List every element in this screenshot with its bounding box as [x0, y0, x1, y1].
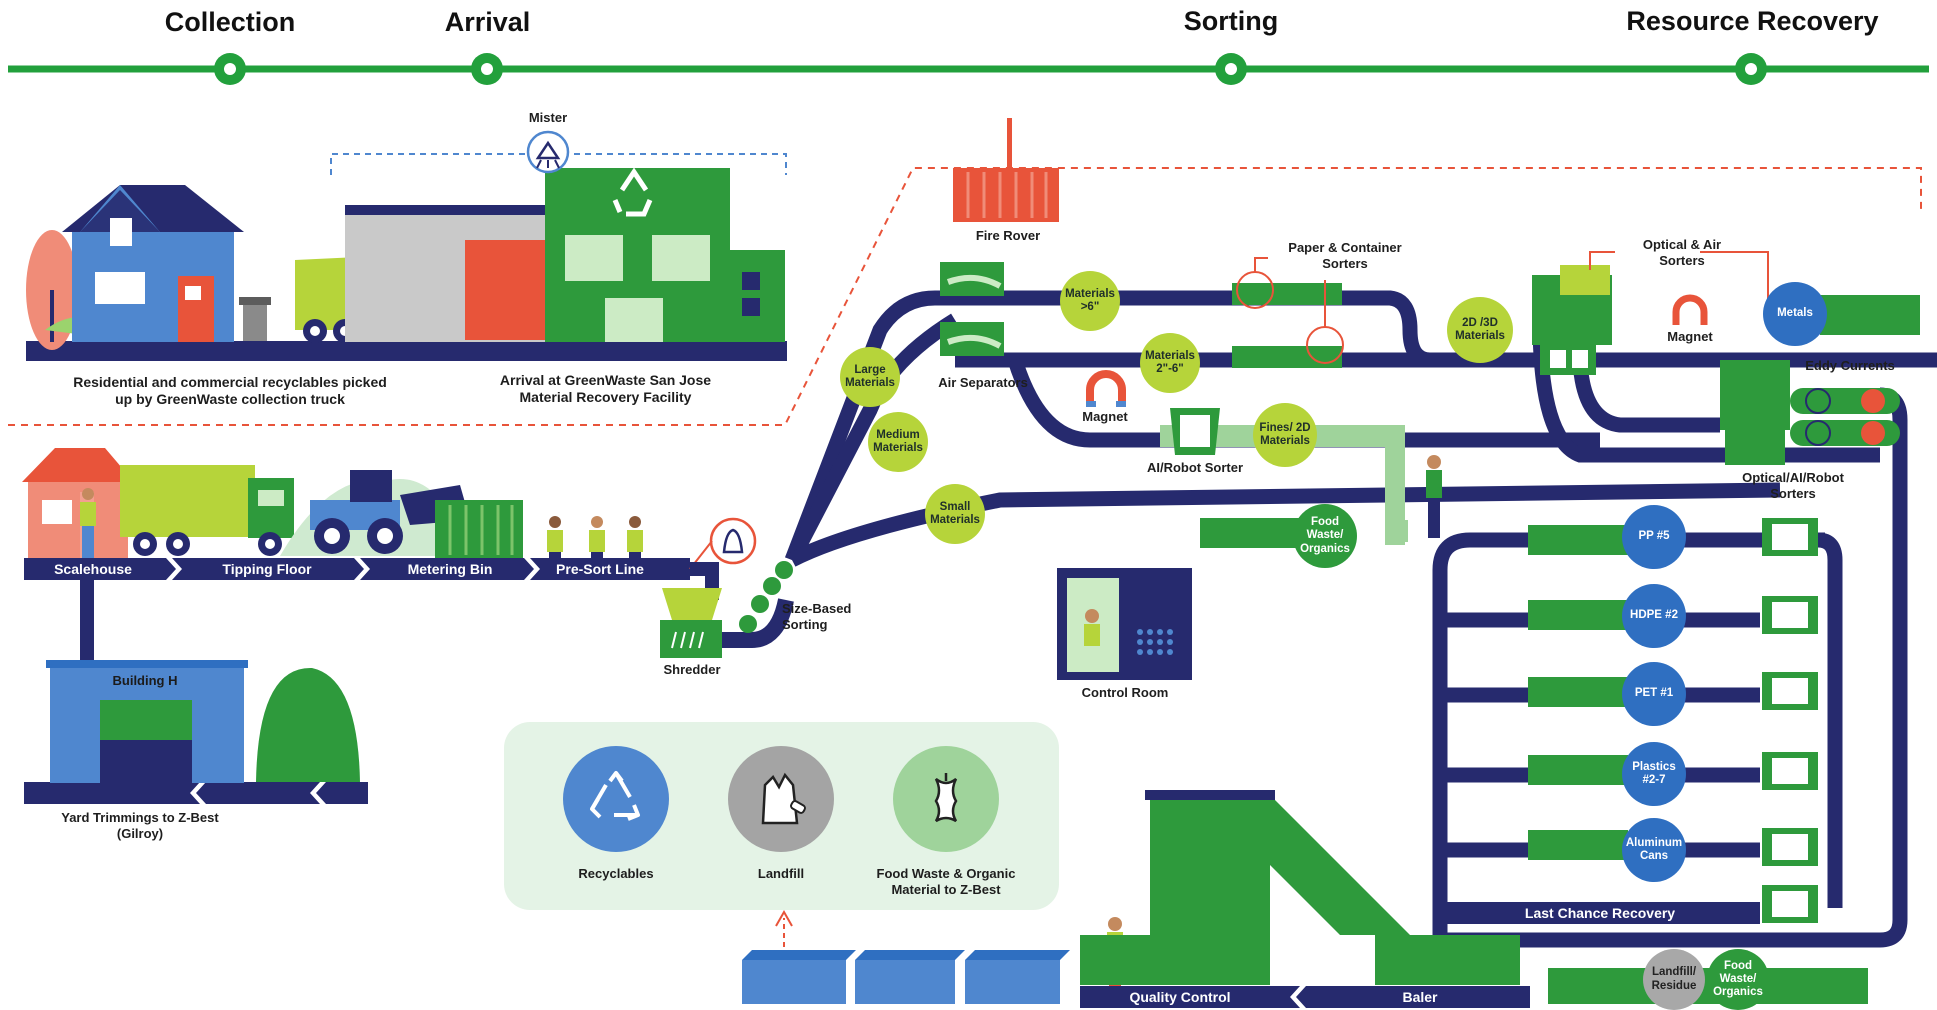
- stage-sorting: Sorting: [1183, 6, 1279, 36]
- circle-large-materials: Large Materials: [840, 347, 900, 407]
- size-based-sorting-label: Size-Based Sorting: [782, 601, 852, 632]
- circle-food-waste-bottom: Food Waste/ Organics: [1707, 949, 1769, 1010]
- quality-control-label: Quality Control: [1129, 989, 1231, 1005]
- metering-bin-label: Metering Bin: [407, 561, 493, 577]
- yard-trimmings-pile: [256, 667, 360, 782]
- mister-label: Mister: [528, 110, 568, 125]
- bales: [742, 950, 1070, 1004]
- bag-icon: [709, 517, 757, 565]
- timeline-dot-arrival: [471, 53, 503, 85]
- timeline-dot-collection: [214, 53, 246, 85]
- yard-trimmings-label: Yard Trimmings to Z-Best (Gilroy): [61, 810, 219, 841]
- circle-landfill-residue: Landfill/ Residue: [1643, 949, 1705, 1010]
- arrival-caption: Arrival at GreenWaste San Jose Material …: [499, 372, 712, 405]
- scalehouse-illustration: [22, 448, 134, 558]
- arrival-building: [345, 167, 785, 342]
- fire-rover-label: Fire Rover: [975, 228, 1041, 243]
- shredder-label: Shredder: [663, 662, 721, 677]
- stage-resource-recovery: Resource Recovery: [1626, 6, 1879, 36]
- circle-aluminum-cans: Aluminum Cans: [1622, 818, 1686, 882]
- control-room: [1057, 568, 1192, 680]
- ai-sorter-worker: [1426, 455, 1442, 538]
- pre-sort-line-label: Pre-Sort Line: [556, 561, 644, 577]
- magnet-icon-mid: [1086, 370, 1126, 407]
- circle-metals: Metals: [1763, 282, 1827, 346]
- stage-collection: Collection: [164, 7, 296, 37]
- collection-ground: [26, 341, 787, 361]
- building-h-label: Building H: [112, 673, 178, 688]
- metering-bin: [435, 500, 523, 558]
- circle-plastics-2-7: Plastics #2-7: [1622, 742, 1686, 806]
- legend-landfill-circle: [728, 746, 834, 852]
- optical-air-sorters-label: Optical & Air Sorters: [1642, 237, 1722, 268]
- control-room-label: Control Room: [1081, 685, 1169, 700]
- air-separator-bottom: [940, 322, 1004, 356]
- optical-ai-robot-label: Optical/AI/Robot Sorters: [1742, 470, 1844, 501]
- garbage-bin: [239, 297, 271, 341]
- legend-food-waste-label: Food Waste & Organic Material to Z-Best: [876, 866, 1016, 897]
- tipping-floor-label: Tipping Floor: [222, 561, 312, 577]
- yard-connector: [80, 580, 94, 664]
- collection-caption: Residential and commercial recyclables p…: [73, 374, 387, 407]
- house-illustration: [26, 185, 244, 350]
- optical-air-sorters: [1532, 251, 1769, 375]
- circle-2d-3d-materials: 2D /3D Materials: [1447, 297, 1513, 363]
- mister-icon: [526, 130, 570, 174]
- circle-pp5: PP #5: [1622, 505, 1686, 569]
- circle-pet1: PET #1: [1622, 662, 1686, 726]
- paper-container-sorters: [1232, 257, 1344, 368]
- presort-workers: [547, 516, 643, 560]
- presort-chevrons: [166, 558, 540, 580]
- fire-rover: [953, 118, 1059, 222]
- recycle-icon: [590, 771, 640, 821]
- circle-fines-2d: Fines/ 2D Materials: [1253, 403, 1317, 467]
- magnet-icon-top: [1672, 294, 1708, 325]
- ai-robot-sorter-label: AI/Robot Sorter: [1146, 460, 1244, 475]
- last-chance-recovery-label: Last Chance Recovery: [1524, 905, 1676, 921]
- paper-container-sorters-label: Paper & Container Sorters: [1288, 240, 1402, 271]
- ai-robot-sorter-icon: [1170, 408, 1220, 455]
- mister-range: [330, 153, 787, 175]
- air-separator-top: [940, 262, 1004, 296]
- building-h: [46, 660, 248, 783]
- baler-belt: [1080, 986, 1530, 1008]
- air-separators-label: Air Separators: [938, 375, 1028, 390]
- apple-core-icon: [934, 773, 958, 823]
- eddy-current-sorters: [1720, 360, 1900, 465]
- stage-arrival: Arrival: [444, 7, 531, 37]
- trash-bag-icon: [761, 772, 806, 825]
- tipping-truck: [120, 465, 294, 556]
- baler-label: Baler: [1402, 989, 1438, 1005]
- scalehouse-label: Scalehouse: [54, 561, 132, 577]
- timeline-dot-recovery: [1735, 53, 1767, 85]
- baler-machine: [1145, 790, 1520, 985]
- legend-food-waste-circle: [893, 746, 999, 852]
- last-chance-belt: [1440, 902, 1760, 924]
- circle-small-materials: Small Materials: [925, 484, 985, 544]
- legend-landfill-label: Landfill: [757, 866, 805, 881]
- timeline-dot-sorting: [1215, 53, 1247, 85]
- size-screen-discs: [739, 561, 793, 633]
- circle-materials-2-6in: Materials 2"-6": [1140, 333, 1200, 393]
- recycle-symbol-building: [612, 167, 653, 217]
- eddy-currents-label: Eddy Currents: [1805, 358, 1895, 373]
- optical-robot-icons: [1762, 518, 1818, 923]
- circle-medium-materials: Medium Materials: [868, 412, 928, 472]
- presort-belt: [24, 558, 690, 580]
- legend-recyclables-circle: [563, 746, 669, 852]
- circle-materials-6in: Materials >6": [1060, 271, 1120, 331]
- legend-recyclables-label: Recyclables: [578, 866, 654, 881]
- circle-hdpe2: HDPE #2: [1622, 584, 1686, 648]
- magnet-mid-label: Magnet: [1082, 409, 1128, 424]
- shredder-illustration: [660, 588, 722, 658]
- scalehouse-worker: [80, 488, 96, 558]
- magnet-top-label: Magnet: [1667, 329, 1713, 344]
- circle-food-waste-mid: Food Waste/ Organics: [1293, 504, 1357, 568]
- facility-boundary: [8, 167, 1922, 426]
